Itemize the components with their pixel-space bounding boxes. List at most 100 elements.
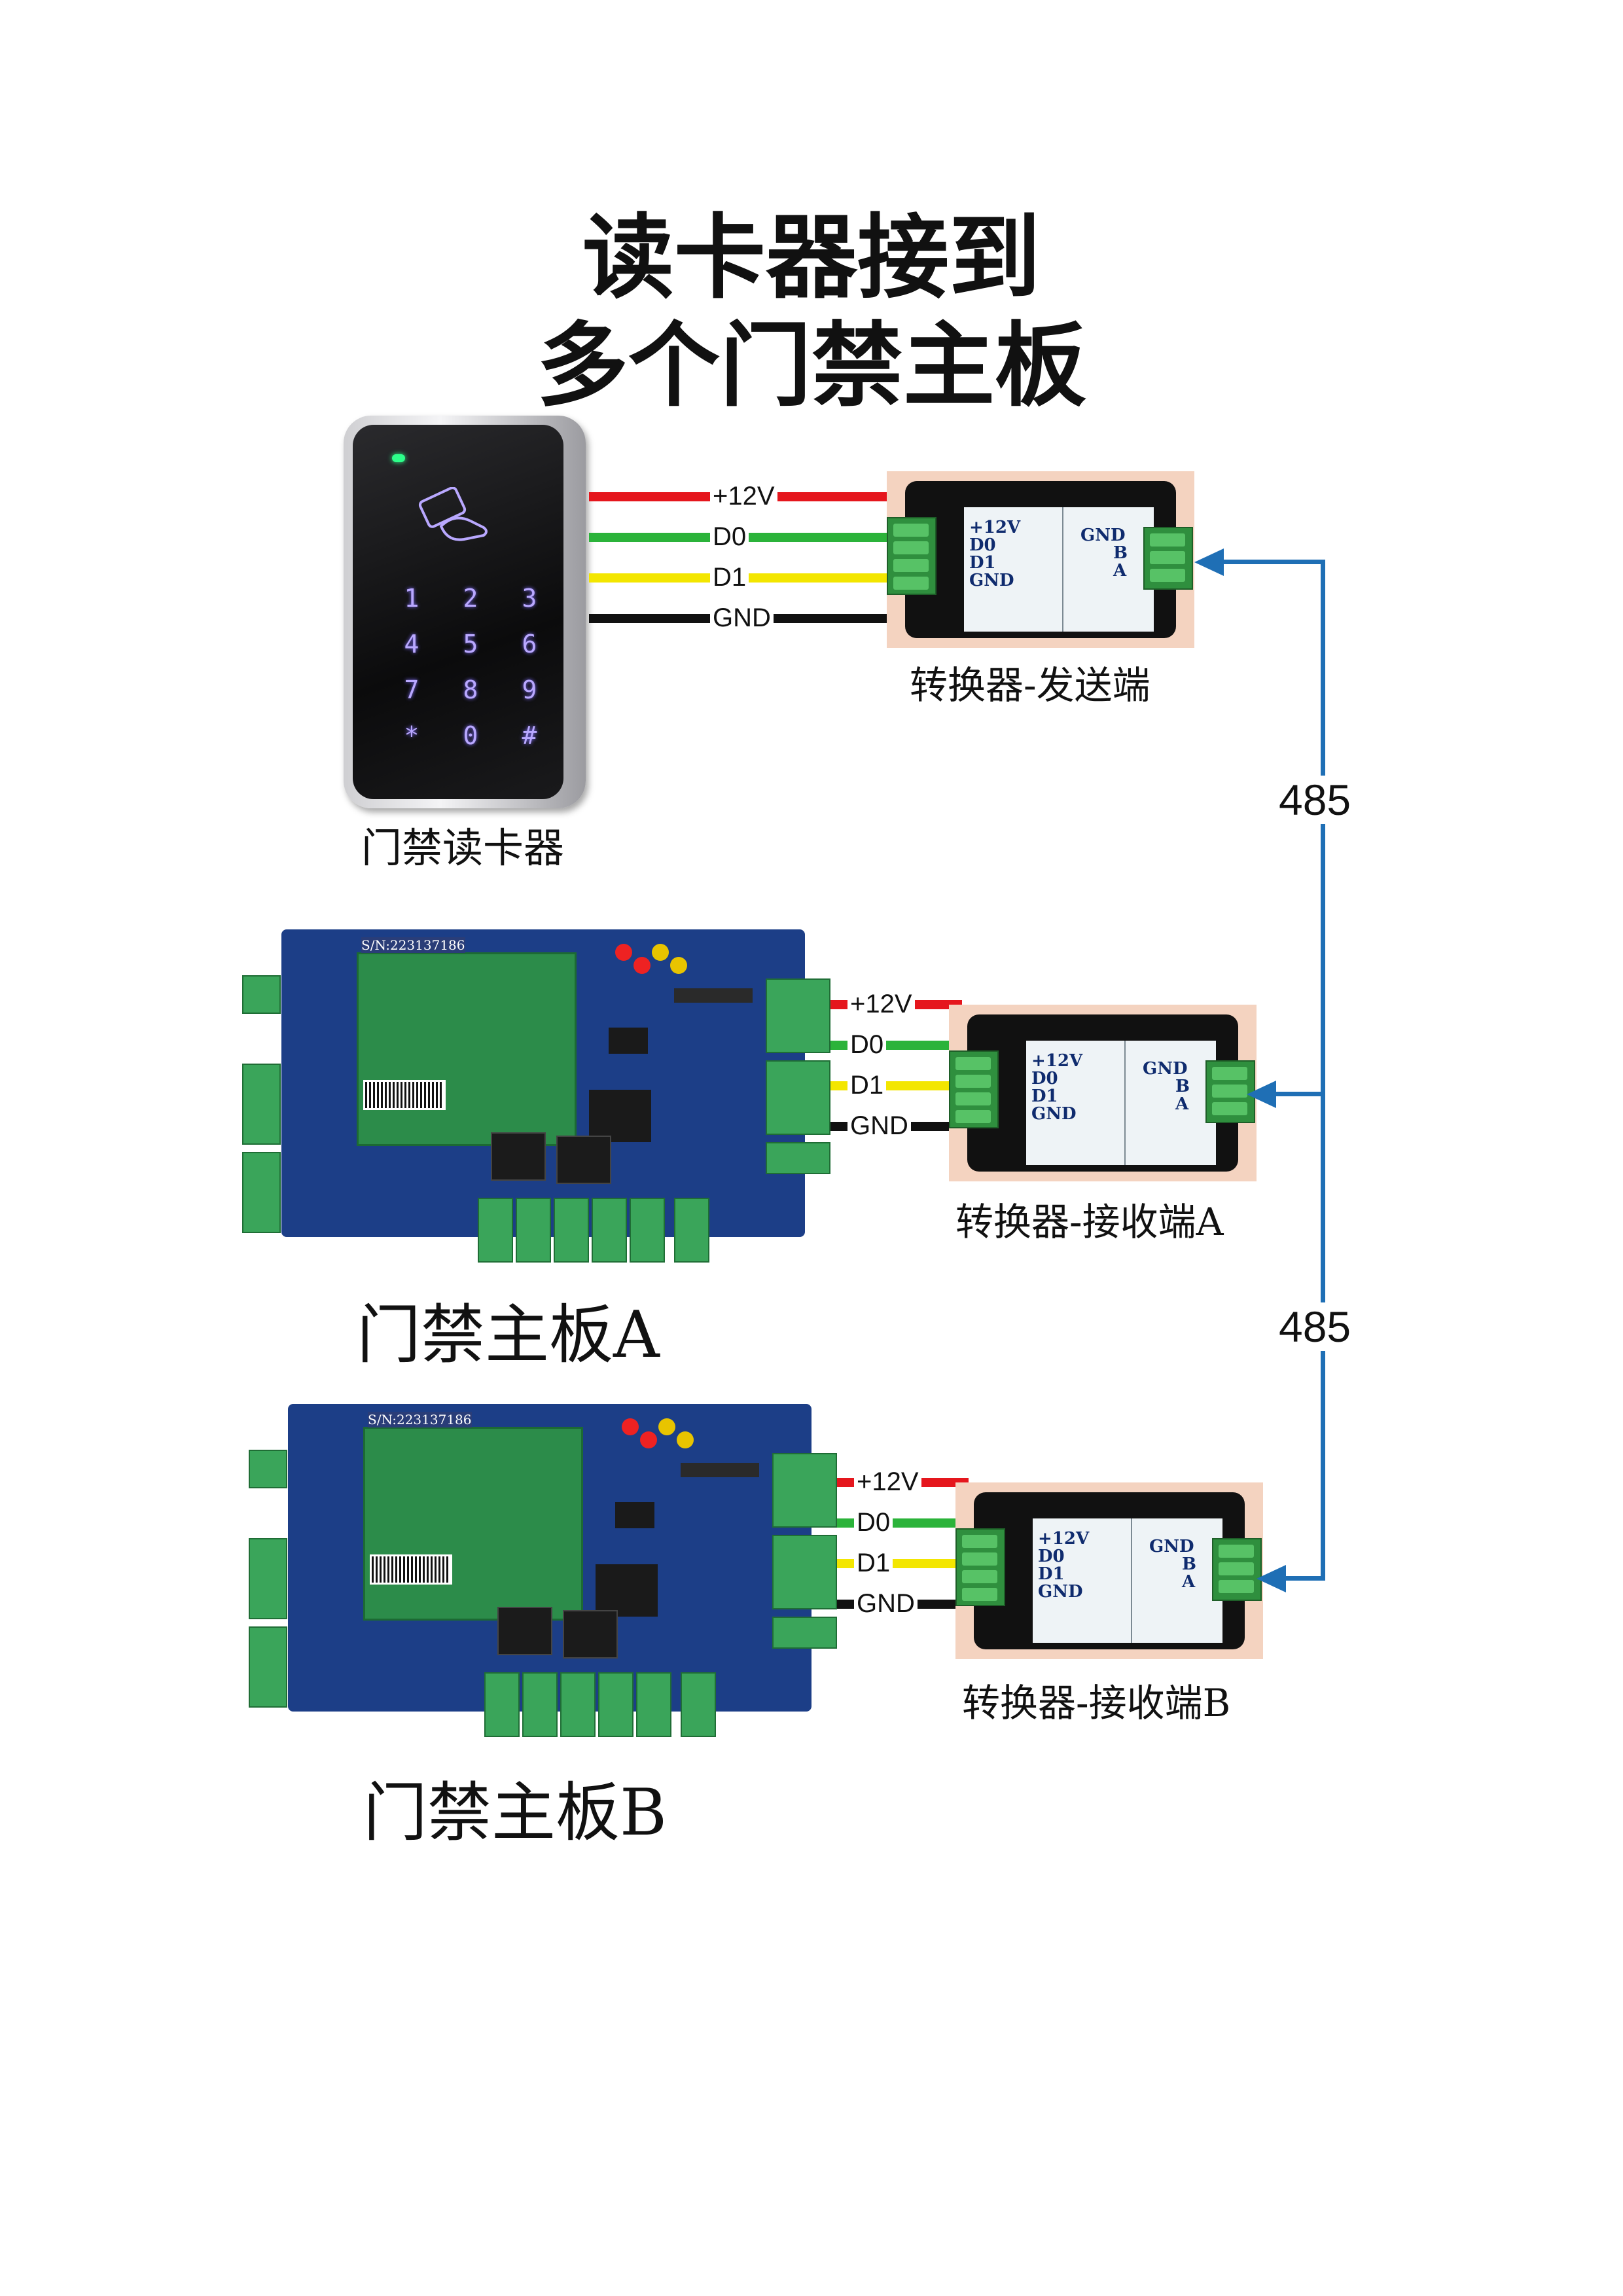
- converter-caption: 转换器-接收端B: [962, 1681, 1231, 1725]
- converter-pin-label: +12V: [969, 518, 1021, 537]
- terminal-block: [766, 1060, 830, 1135]
- wire-label: +12V: [854, 1467, 921, 1496]
- reader-face: 1 2 3 4 5 6 7 8 9 * 0 #: [353, 425, 563, 799]
- daughter-board: [357, 952, 577, 1146]
- arrow-head-icon: [1247, 1081, 1276, 1108]
- relay: [497, 1607, 552, 1655]
- rfid-card-icon: [418, 487, 488, 541]
- wire-label: GND: [854, 1589, 918, 1618]
- indicator-led-icon: [640, 1431, 657, 1448]
- daughter-board: [363, 1427, 583, 1621]
- keypad-key[interactable]: 8: [463, 675, 478, 704]
- converter-pin-label: GND: [1149, 1537, 1194, 1556]
- terminal-block: [242, 975, 281, 1014]
- keypad-key[interactable]: 6: [522, 630, 537, 658]
- bus-line-vertical: [1321, 560, 1325, 1581]
- converter-pin-label: B: [1182, 1554, 1196, 1574]
- converter-pin-label: A: [1113, 561, 1127, 581]
- converter-pin-label: GND: [1143, 1059, 1188, 1079]
- converter-caption: 转换器-接收端A: [955, 1200, 1224, 1244]
- keypad-key[interactable]: *: [404, 721, 419, 750]
- bus-line-bottom-horizontal: [1276, 1576, 1325, 1581]
- bus-label-485-top: 485: [1276, 776, 1354, 824]
- ic-chip: [596, 1564, 658, 1617]
- converter-pin-label: B: [1113, 543, 1128, 563]
- terminal-block: [522, 1672, 558, 1737]
- indicator-led-icon: [615, 944, 632, 961]
- wire-label: +12V: [710, 482, 777, 511]
- wire-label: D1: [710, 563, 749, 592]
- ic-chip: [609, 1028, 648, 1054]
- terminal-block: [242, 1064, 281, 1145]
- keypad-key[interactable]: 9: [522, 675, 537, 704]
- terminal-block: [478, 1198, 513, 1263]
- barcode-sticker: [363, 1080, 446, 1110]
- converter-pin-label: D1: [1031, 1086, 1058, 1106]
- indicator-led-icon: [677, 1431, 694, 1448]
- wire-label: D0: [710, 522, 749, 551]
- converter-pin-label: B: [1175, 1077, 1190, 1096]
- terminal-block-left: [955, 1528, 1005, 1606]
- wire-label: D0: [854, 1508, 893, 1537]
- barcode-sticker: [370, 1554, 452, 1585]
- terminal-block: [681, 1672, 716, 1737]
- keypad-key[interactable]: #: [522, 721, 537, 750]
- converter-pin-label: D0: [1031, 1069, 1058, 1088]
- wire-label: D1: [847, 1071, 887, 1100]
- converter-pin-label: +12V: [1038, 1529, 1090, 1549]
- bus-label-485-bottom: 485: [1276, 1302, 1354, 1351]
- converter-pin-label: A: [1182, 1572, 1196, 1592]
- reader-caption: 门禁读卡器: [361, 824, 565, 872]
- keypad-key[interactable]: 5: [463, 630, 478, 658]
- keypad-key[interactable]: 4: [404, 630, 419, 658]
- title-line-1: 读卡器接到: [582, 205, 1041, 312]
- wire-label: +12V: [847, 990, 915, 1018]
- terminal-block: [592, 1198, 627, 1263]
- wire-label: D0: [847, 1030, 887, 1059]
- relay: [556, 1136, 611, 1184]
- converter-pin-label: D0: [1038, 1547, 1065, 1566]
- terminal-block: [560, 1672, 596, 1737]
- terminal-block: [242, 1152, 281, 1233]
- converter-pin-label: GND: [1080, 526, 1126, 545]
- indicator-led-icon: [670, 957, 687, 974]
- converter-caption: 转换器-发送端: [910, 663, 1150, 708]
- converter-pin-label: D0: [969, 535, 996, 555]
- keypad-key[interactable]: 1: [404, 584, 419, 613]
- converter-pin-label: GND: [1038, 1582, 1083, 1602]
- terminal-block: [516, 1198, 551, 1263]
- ic-chip: [615, 1502, 654, 1528]
- keypad-key[interactable]: 2: [463, 584, 478, 613]
- terminal-block: [630, 1198, 665, 1263]
- terminal-block: [674, 1198, 709, 1263]
- wire-label: D1: [854, 1549, 893, 1577]
- terminal-block: [766, 1142, 830, 1174]
- wire-label: GND: [847, 1111, 911, 1140]
- arrow-head-icon: [1257, 1565, 1286, 1592]
- terminal-block: [772, 1453, 837, 1528]
- status-led-icon: [392, 454, 405, 462]
- keypad-key[interactable]: 7: [404, 675, 419, 704]
- keypad-key[interactable]: 3: [522, 584, 537, 613]
- converter-pin-label: +12V: [1031, 1051, 1083, 1071]
- board-caption: 门禁主板B: [363, 1776, 668, 1850]
- bus-line-mid-horizontal: [1266, 1092, 1325, 1096]
- terminal-block: [772, 1535, 837, 1609]
- serial-label: S/N:223137186: [361, 937, 465, 953]
- wire-label: GND: [710, 603, 774, 632]
- terminal-block: [249, 1538, 287, 1619]
- title-line-2: 多个门禁主板: [536, 313, 1086, 420]
- terminal-block-right: [1143, 527, 1193, 590]
- keypad-key[interactable]: 0: [463, 721, 478, 750]
- relay: [563, 1610, 618, 1659]
- converter-pin-label: D1: [969, 553, 996, 573]
- chip-row: [681, 1463, 759, 1477]
